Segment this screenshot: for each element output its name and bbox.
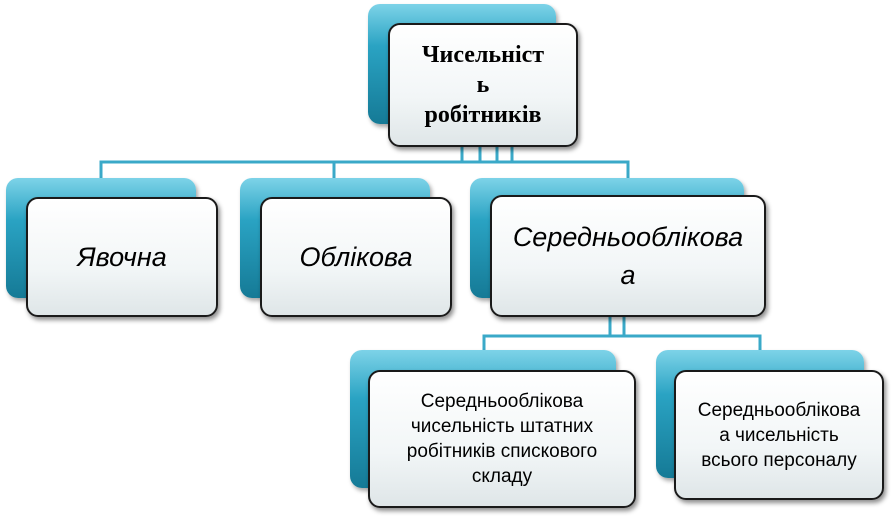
node-vsoho-personalu-label: Середньооблікова а чисельність всього пе… [698,398,861,473]
node-vsoho-personalu-line-1: Середньооблікова [697,399,861,421]
node-yavochna-box: Явочна [26,197,218,317]
node-root-label: Чисельніст ь робітників [422,40,544,130]
node-serednooblikova-line-2: а [620,260,636,290]
node-serednooblikova-box: Середньооблікова а [490,195,766,317]
node-oblikova-label: Облікова [299,242,413,272]
connector-bus-bottom [482,334,762,352]
node-vsoho-personalu-line-2: а чисельність [719,424,839,446]
node-root-box: Чисельніст ь робітників [388,23,578,147]
node-shtatnykh-box: Середньооблікова чисельність штатних роб… [368,370,636,508]
node-serednooblikova-label: Середньооблікова а [513,218,743,294]
node-root-line-2: ь [476,72,490,98]
node-vsoho-personalu-box: Середньооблікова а чисельність всього пе… [674,370,884,500]
node-root-line-1: Чисельніст [421,42,545,68]
node-root-line-3: робітників [424,102,542,128]
node-shtatnykh-line-1: Середньооблікова [420,391,584,412]
node-vsoho-personalu-line-3: всього персоналу [701,449,857,471]
node-shtatnykh-label: Середньооблікова чисельність штатних роб… [407,389,597,489]
node-yavochna-label: Явочна [77,242,167,272]
connector-bus-top [99,160,630,178]
node-oblikova-box: Облікова [260,197,452,317]
node-shtatnykh-line-2: чисельність штатних [410,416,594,437]
node-shtatnykh-line-3: робітників спискового [406,441,598,462]
node-shtatnykh-line-4: складу [471,466,533,487]
node-serednooblikova-line-1: Середньооблікова [512,222,744,252]
